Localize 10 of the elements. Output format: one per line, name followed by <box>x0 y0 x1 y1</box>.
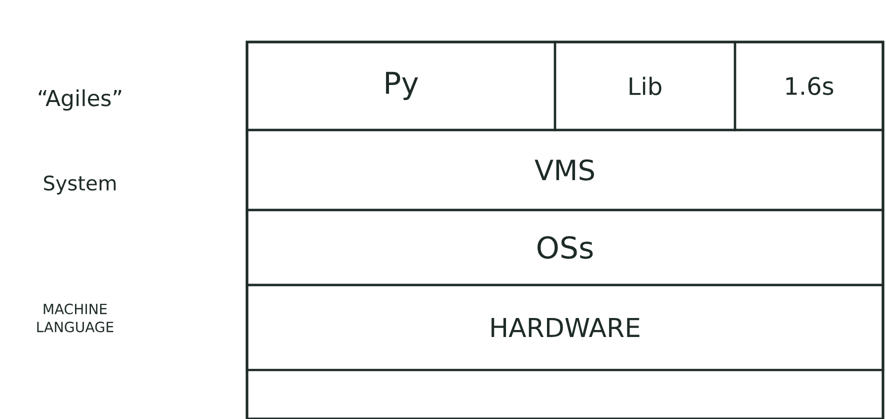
side-label: MACHINE LANGUAGE <box>37 304 114 332</box>
side-label: “Agiles” <box>38 89 122 111</box>
layer-box: VMS <box>246 128 884 212</box>
side-label: System <box>44 176 116 194</box>
stack-frame <box>246 40 884 419</box>
layer-box: HARDWARE <box>246 284 884 372</box>
layer-box: Lib <box>554 40 736 132</box>
layer-box: 1.6s <box>734 40 884 132</box>
layer-box: OSs <box>246 208 884 286</box>
layer-box: Py <box>246 40 556 132</box>
